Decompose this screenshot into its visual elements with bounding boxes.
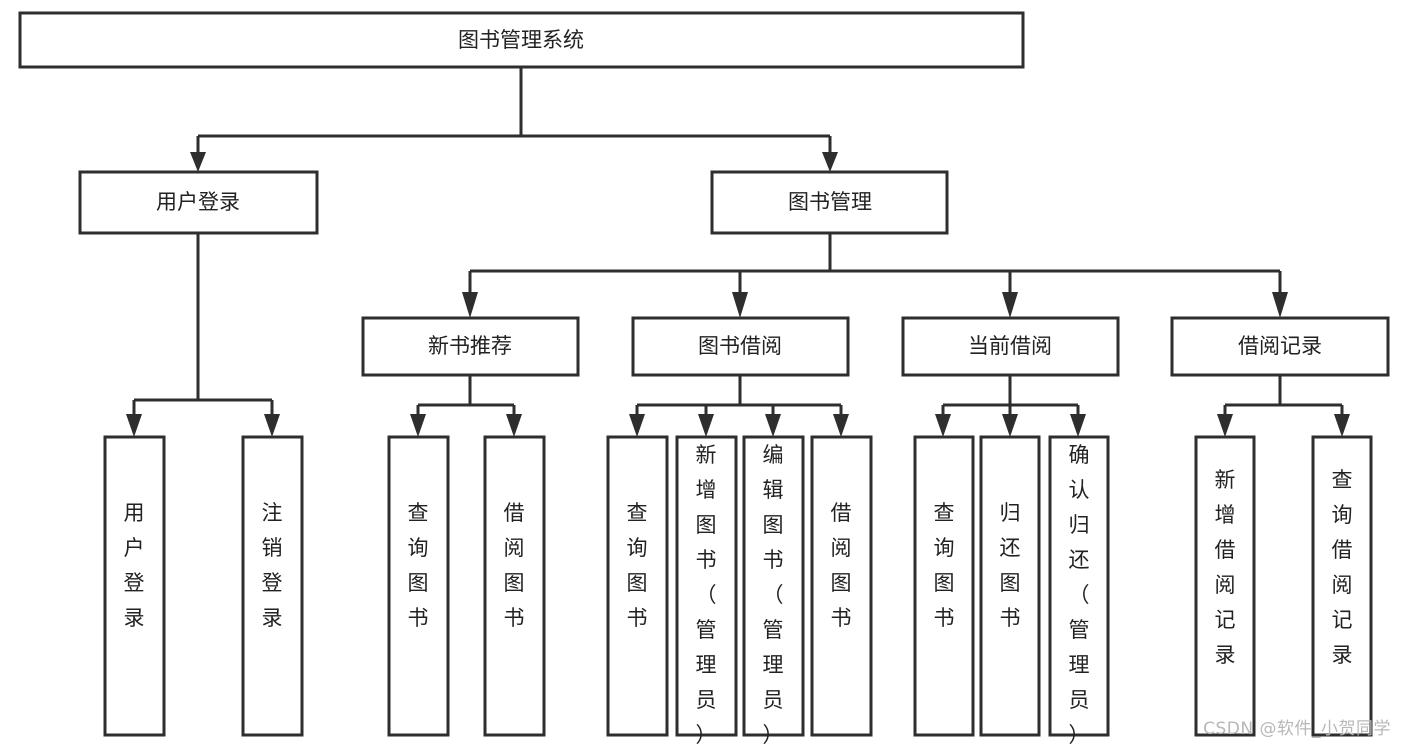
node-leaf-confirm-return-label: 确认归还（管理员） xyxy=(1069,443,1090,747)
node-current-borrow-label: 当前借阅 xyxy=(968,334,1052,358)
node-root[interactable]: 图书管理系统 xyxy=(18,11,1025,69)
node-leaf-edit-book-label: 编辑图书（管理员） xyxy=(763,443,784,747)
arrow-book-borrow-child-1-icon xyxy=(629,414,645,437)
node-leaf-query-book-1-box[interactable] xyxy=(387,435,450,737)
node-leaf-borrow-book-1[interactable]: 借阅图书 xyxy=(483,435,546,737)
node-leaf-user-login-box[interactable] xyxy=(103,435,166,737)
node-leaf-query-book-2-label: 查询图书 xyxy=(627,501,648,630)
arrow-borrow-record-child-2-icon xyxy=(1334,414,1350,437)
arrow-book-manage-child-3-icon xyxy=(1002,292,1018,318)
node-leaf-add-book[interactable]: 新增图书（管理员） xyxy=(675,435,738,747)
arrow-root-to-book-manage-icon xyxy=(822,152,838,172)
arrow-book-borrow-child-2-icon xyxy=(698,414,714,437)
node-new-book-recommend-box[interactable] xyxy=(361,316,580,377)
node-borrow-record[interactable]: 借阅记录 xyxy=(1170,316,1390,377)
arrow-book-manage-child-2-icon xyxy=(732,292,748,318)
node-leaf-return-book[interactable]: 归还图书 xyxy=(979,435,1041,737)
arrow-book-borrow-child-4-icon xyxy=(833,414,849,437)
node-user-login-label: 用户登录 xyxy=(156,190,240,214)
node-leaf-confirm-return[interactable]: 确认归还（管理员） xyxy=(1048,435,1110,747)
node-leaf-query-record[interactable]: 查询借阅记录 xyxy=(1311,435,1373,737)
node-borrow-record-label: 借阅记录 xyxy=(1238,334,1322,358)
arrow-current-borrow-child-2-icon xyxy=(1002,414,1018,437)
node-leaf-query-record-box[interactable] xyxy=(1311,435,1373,737)
node-leaf-borrow-book-2-box[interactable] xyxy=(810,435,873,737)
node-leaf-return-book-box[interactable] xyxy=(979,435,1041,737)
node-leaf-logout-login-box[interactable] xyxy=(241,435,304,737)
arrow-borrow-record-child-1-icon xyxy=(1217,414,1233,437)
node-leaf-add-book-label: 新增图书（管理员） xyxy=(696,443,717,747)
node-leaf-query-book-3-label: 查询图书 xyxy=(934,501,955,630)
node-user-login-box[interactable] xyxy=(78,170,319,235)
node-leaf-query-book-2[interactable]: 查询图书 xyxy=(606,435,669,737)
arrow-current-borrow-child-3-icon xyxy=(1070,414,1086,437)
arrow-user-login-child-1-icon xyxy=(126,414,142,437)
arrow-book-borrow-child-3-icon xyxy=(765,414,781,437)
node-leaf-user-login-label: 用户登录 xyxy=(124,501,145,630)
node-leaf-borrow-book-2-label: 借阅图书 xyxy=(831,501,852,630)
node-borrow-record-box[interactable] xyxy=(1170,316,1390,377)
arrow-new-book-child-1-icon xyxy=(410,414,426,437)
node-leaf-edit-book[interactable]: 编辑图书（管理员） xyxy=(742,435,805,747)
arrow-book-manage-child-1-icon xyxy=(462,292,478,318)
node-book-borrow-label: 图书借阅 xyxy=(698,334,782,358)
node-leaf-borrow-book-1-box[interactable] xyxy=(483,435,546,737)
node-leaf-add-book-box[interactable] xyxy=(675,435,738,737)
node-leaf-add-record-box[interactable] xyxy=(1194,435,1256,737)
node-leaf-query-book-3-box[interactable] xyxy=(913,435,975,737)
node-leaf-query-book-1[interactable]: 查询图书 xyxy=(387,435,450,737)
arrow-root-to-user-login-icon xyxy=(190,152,206,172)
node-leaf-query-book-2-box[interactable] xyxy=(606,435,669,737)
node-root-box[interactable] xyxy=(18,11,1025,69)
node-user-login[interactable]: 用户登录 xyxy=(78,170,319,235)
node-leaf-logout-login[interactable]: 注销登录 xyxy=(241,435,304,737)
node-leaf-borrow-book-2[interactable]: 借阅图书 xyxy=(810,435,873,737)
node-new-book-recommend-label: 新书推荐 xyxy=(428,334,512,358)
node-leaf-logout-login-label: 注销登录 xyxy=(262,501,283,630)
node-leaf-borrow-book-1-label: 借阅图书 xyxy=(504,501,525,630)
node-leaf-edit-book-box[interactable] xyxy=(742,435,805,737)
node-book-borrow[interactable]: 图书借阅 xyxy=(631,316,850,377)
csdn-watermark: CSDN @软件_小贺同学 xyxy=(1203,719,1391,739)
node-book-manage[interactable]: 图书管理 xyxy=(710,170,949,235)
node-leaf-user-login[interactable]: 用户登录 xyxy=(103,435,166,737)
node-book-borrow-box[interactable] xyxy=(631,316,850,377)
node-current-borrow[interactable]: 当前借阅 xyxy=(901,316,1120,377)
arrow-user-login-child-2-icon xyxy=(264,414,280,437)
node-book-manage-label: 图书管理 xyxy=(788,190,872,214)
node-leaf-add-record-label: 新增借阅记录 xyxy=(1215,468,1236,667)
node-root-label: 图书管理系统 xyxy=(458,28,584,52)
arrow-current-borrow-child-1-icon xyxy=(935,414,951,437)
node-leaf-return-book-label: 归还图书 xyxy=(1000,501,1021,630)
connector-layer xyxy=(126,67,1350,437)
node-book-manage-box[interactable] xyxy=(710,170,949,235)
node-leaf-query-book-1-label: 查询图书 xyxy=(408,501,429,630)
arrow-new-book-child-2-icon xyxy=(506,414,522,437)
node-current-borrow-box[interactable] xyxy=(901,316,1120,377)
node-leaf-confirm-return-box[interactable] xyxy=(1048,435,1110,737)
arrow-book-manage-child-4-icon xyxy=(1272,292,1288,318)
node-leaf-add-record[interactable]: 新增借阅记录 xyxy=(1194,435,1256,737)
node-leaf-query-record-label: 查询借阅记录 xyxy=(1332,468,1353,667)
node-new-book-recommend[interactable]: 新书推荐 xyxy=(361,316,580,377)
node-leaf-query-book-3[interactable]: 查询图书 xyxy=(913,435,975,737)
